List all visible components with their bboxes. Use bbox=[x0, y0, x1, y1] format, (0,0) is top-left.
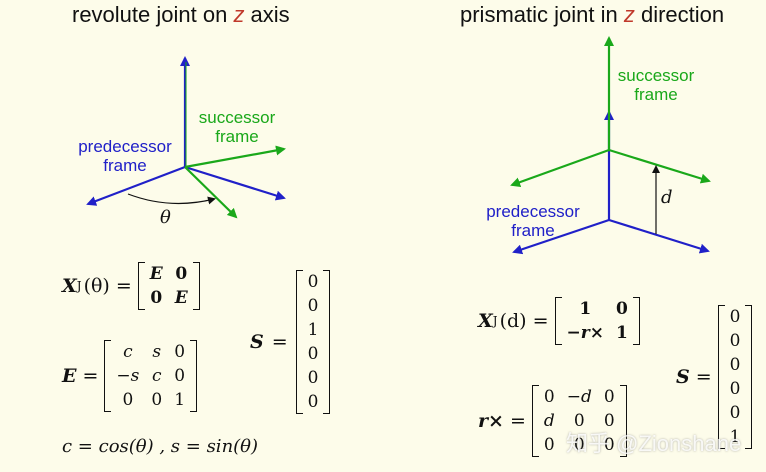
matrix-cell: 0 bbox=[603, 411, 615, 431]
matrix-cell: −s bbox=[116, 366, 140, 386]
matrix-row: 1 bbox=[302, 318, 325, 342]
matrix-cell: 0 bbox=[307, 296, 319, 316]
right-title: prismatic joint in z direction bbox=[460, 2, 725, 27]
matrix-row: 0 bbox=[302, 270, 325, 294]
matrix-cell: 1 bbox=[307, 320, 319, 340]
matrix-cell: 1 bbox=[729, 427, 741, 447]
matrix-row: 0 bbox=[724, 305, 747, 329]
cs-definition: c = cos(θ) , s = sin(θ) bbox=[62, 436, 259, 457]
matrix-cell: 0 bbox=[122, 390, 134, 410]
matrix-cell: −d bbox=[566, 387, 592, 407]
matrix-cell: d bbox=[543, 411, 555, 431]
matrix-cell: 0 bbox=[729, 379, 741, 399]
matrix-cell: 0 bbox=[307, 368, 319, 388]
matrix-cell: 0 bbox=[603, 387, 615, 407]
matrix-row: −r× 1 bbox=[561, 321, 634, 345]
matrix-cell: 1 bbox=[615, 323, 628, 343]
watermark: 知乎 @Zionshane bbox=[566, 431, 742, 456]
left-predecessor-frame bbox=[86, 56, 286, 206]
matrix-cell: E bbox=[174, 288, 188, 308]
matrix-cell: 0 bbox=[573, 411, 585, 431]
matrix-cell: c bbox=[123, 342, 133, 362]
matrix-row: 0 bbox=[724, 401, 747, 425]
matrix-row: 0 −d 0 bbox=[538, 385, 621, 409]
matrix-cell: 0 bbox=[729, 307, 741, 327]
matrix-row: 0 bbox=[724, 353, 747, 377]
d-label: d bbox=[661, 187, 673, 208]
matrix-cell: −r× bbox=[566, 323, 604, 343]
matrix-cell: 0 bbox=[175, 264, 188, 284]
matrix-row: 1 bbox=[724, 425, 747, 449]
matrix-cell: 0 bbox=[150, 288, 163, 308]
matrix-cell: s bbox=[152, 342, 162, 362]
matrix-row: 0 bbox=[302, 294, 325, 318]
matrix-cell: 0 bbox=[543, 435, 555, 455]
matrix-row: 0 bbox=[302, 342, 325, 366]
s-vector-left: 0 0 1 0 0 0 bbox=[295, 270, 331, 414]
left-title: revolute joint on z axis bbox=[72, 2, 290, 27]
matrix-cell: 0 bbox=[174, 366, 186, 386]
matrix-cell: 0 bbox=[174, 342, 186, 362]
s-vector-right: 0 0 0 0 0 1 bbox=[717, 305, 753, 449]
matrix-row: 0 bbox=[302, 390, 325, 414]
matrix-cell: E bbox=[149, 264, 163, 284]
matrix-cell: 0 bbox=[615, 299, 628, 319]
left-successor-frame bbox=[184, 62, 286, 219]
matrix-cell: 0 bbox=[543, 387, 555, 407]
matrix-row: 0 bbox=[724, 377, 747, 401]
matrix-row: 0 bbox=[724, 329, 747, 353]
theta-label: θ bbox=[160, 207, 171, 228]
left-angle-arc bbox=[127, 193, 216, 205]
matrix-cell: 0 bbox=[603, 435, 615, 455]
matrix-row: 0 bbox=[302, 366, 325, 390]
matrix-cell: 0 bbox=[729, 403, 741, 423]
matrix-cell: 0 bbox=[573, 435, 585, 455]
matrix-cell: 0 bbox=[729, 331, 741, 351]
matrix-cell: 1 bbox=[579, 299, 592, 319]
right-successor-frame bbox=[510, 36, 711, 187]
matrix-cell: c bbox=[152, 366, 162, 386]
matrix-cell: 0 bbox=[729, 355, 741, 375]
matrix-cell: 0 bbox=[151, 390, 163, 410]
matrix-cell: 0 bbox=[307, 344, 319, 364]
matrix-cell: 0 bbox=[307, 392, 319, 412]
matrix-cell: 1 bbox=[174, 390, 186, 410]
matrix-cell: 0 bbox=[307, 272, 319, 292]
